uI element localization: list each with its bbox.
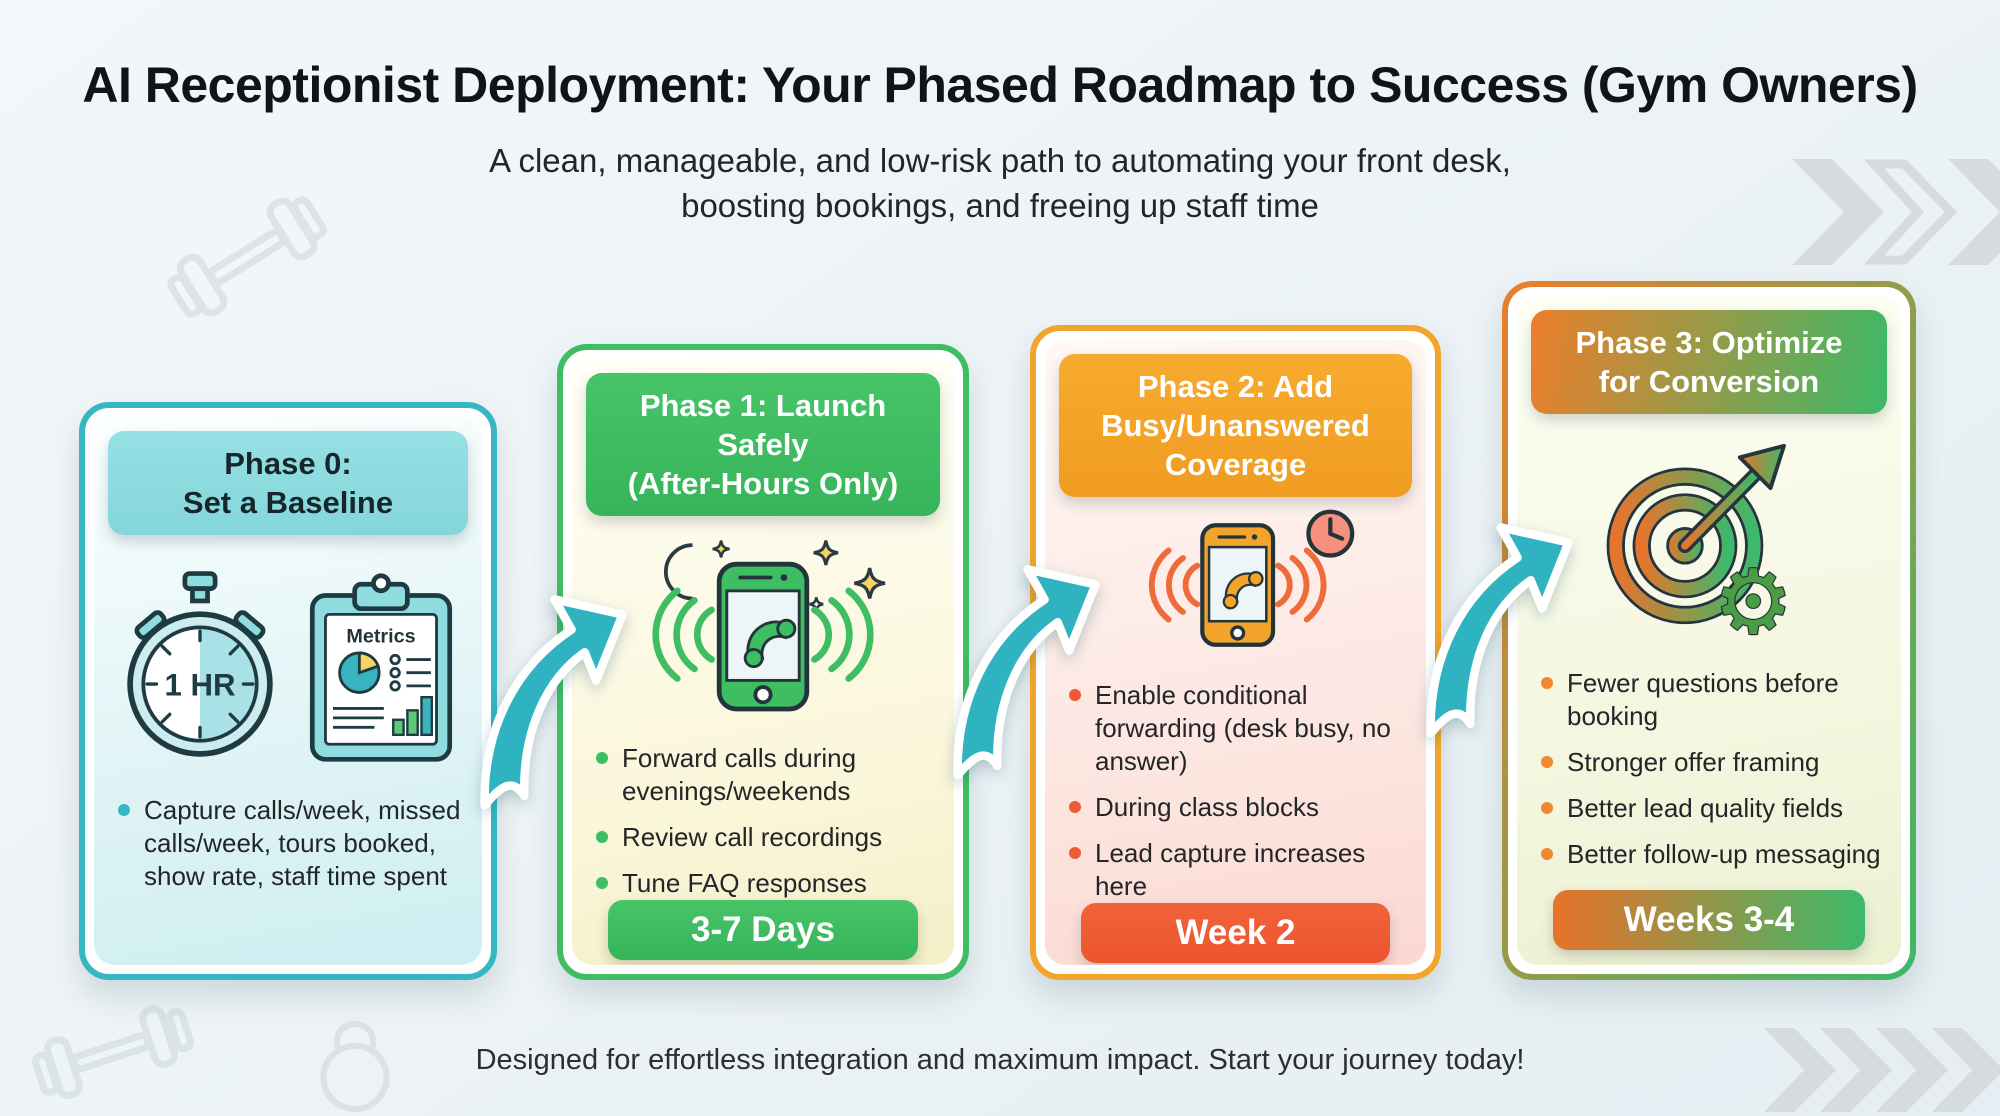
- night-ringing-phone-icon: [652, 540, 886, 712]
- subtitle-line-1: A clean, manageable, and low-risk path t…: [489, 142, 1511, 179]
- bullet-dot: [118, 804, 130, 816]
- phase-3-header: Phase 3: Optimize for Conversion: [1531, 310, 1887, 414]
- clipboard-label: Metrics: [346, 625, 415, 647]
- stopwatch-icon: 1 HR: [127, 570, 273, 757]
- bullet-text: Forward calls during evenings/weekends: [622, 743, 857, 806]
- phase-2-bullet-list: Enable conditional forwarding (desk busy…: [1045, 679, 1426, 903]
- phase-3-icons: ⚙: [1517, 428, 1901, 653]
- bullet-dot: [1541, 802, 1553, 814]
- bullet-dot: [1541, 756, 1553, 768]
- dumbbell-watermark-icon: [167, 196, 327, 318]
- bullet-dot: [1069, 689, 1081, 701]
- phase-2-duration-badge: Week 2: [1081, 903, 1390, 963]
- bullet-text: Enable conditional forwarding (desk busy…: [1095, 680, 1391, 776]
- bullet-dot: [596, 752, 608, 764]
- sparkle-icon: [813, 540, 839, 566]
- phase-1-duration-badge: 3-7 Days: [608, 900, 918, 960]
- page-title: AI Receptionist Deployment: Your Phased …: [82, 57, 1918, 113]
- bullet-item: Enable conditional forwarding (desk busy…: [1069, 679, 1410, 778]
- bullet-text: Capture calls/week, missed calls/week, t…: [144, 795, 461, 891]
- footer-tagline: Designed for effortless integration and …: [475, 1044, 1525, 1076]
- phase-1-header: Phase 1: Launch Safely (After-Hours Only…: [586, 373, 940, 516]
- bullet-item: Better lead quality fields: [1541, 792, 1885, 825]
- metrics-clipboard-icon: Metrics: [309, 572, 453, 762]
- ring-waves-left: [652, 587, 715, 682]
- busy-phone-icon: [1148, 509, 1354, 647]
- bullet-item: During class blocks: [1069, 791, 1410, 824]
- phase-3-header-line: Phase 3: Optimize: [1575, 325, 1843, 360]
- phase-3-card: Phase 3: Optimize for Conversion: [1502, 281, 1916, 980]
- stopwatch-label: 1 HR: [165, 667, 236, 702]
- chevrons-bottom-right-icon: [1764, 1028, 2000, 1112]
- bullet-item: Tune FAQ responses: [596, 867, 938, 900]
- bullet-text: Stronger offer framing: [1567, 747, 1820, 777]
- handset-icon: [743, 618, 797, 669]
- bullet-item: Capture calls/week, missed calls/week, t…: [118, 794, 466, 893]
- phase-2-header-line: Phase 2: Add: [1137, 369, 1334, 404]
- phase-0-header-line: Phase 0:: [224, 446, 352, 481]
- bullet-text: During class blocks: [1095, 792, 1319, 822]
- ring-waves-left: [1148, 547, 1200, 623]
- phase-2-card: Phase 2: Add Busy/Unanswered Coverage: [1030, 325, 1441, 980]
- phase-0-card: Phase 0: Set a Baseline: [79, 402, 497, 980]
- bullet-dot: [1541, 677, 1553, 689]
- bullet-text: Fewer questions before booking: [1567, 668, 1839, 731]
- bullet-text: Lead capture increases here: [1095, 838, 1366, 901]
- dumbbell-watermark-icon: [31, 1005, 195, 1099]
- phase-0-icons: 1 HR Metrics: [94, 555, 482, 780]
- phase-3-card-body: Phase 3: Optimize for Conversion: [1517, 296, 1901, 965]
- phase-2-card-body: Phase 2: Add Busy/Unanswered Coverage: [1045, 340, 1426, 965]
- phase-3-header-line: for Conversion: [1598, 364, 1820, 399]
- bullet-text: Review call recordings: [622, 822, 883, 852]
- phase-1-icons: [572, 528, 954, 728]
- bullet-item: Fewer questions before booking: [1541, 667, 1885, 733]
- bullet-dot: [596, 831, 608, 843]
- ring-waves-right: [811, 587, 874, 682]
- phase-2-header-line: Coverage: [1164, 447, 1307, 482]
- bullet-item: Review call recordings: [596, 821, 938, 854]
- sparkle-icon: [854, 567, 886, 599]
- bullet-item: Better follow-up messaging: [1541, 838, 1885, 871]
- flow-arrow-1: [480, 595, 627, 810]
- bullet-item: Stronger offer framing: [1541, 746, 1885, 779]
- bullet-dot: [1069, 801, 1081, 813]
- ring-waves-right: [1274, 547, 1326, 623]
- bullet-dot: [596, 877, 608, 889]
- phase-3-bullet-list: Fewer questions before booking Stronger …: [1517, 667, 1901, 871]
- clock-icon: [1305, 509, 1354, 558]
- phase-0-bullet-list: Capture calls/week, missed calls/week, t…: [94, 794, 482, 893]
- phase-1-header-line: (After-Hours Only): [627, 466, 899, 501]
- flow-arrow-2: [953, 565, 1100, 780]
- bullet-dot: [1069, 847, 1081, 859]
- star-icon: [712, 540, 730, 558]
- gear-icon: ⚙: [1714, 550, 1793, 652]
- phase-1-header-line: Phase 1: Launch Safely: [639, 388, 887, 462]
- phase-0-header-line: Set a Baseline: [182, 485, 394, 520]
- page-subtitle: A clean, manageable, and low-risk path t…: [0, 138, 2000, 228]
- bullet-dot: [1541, 848, 1553, 860]
- phase-0-header: Phase 0: Set a Baseline: [108, 431, 468, 535]
- phase-2-icons: [1045, 505, 1426, 665]
- handset-icon: [1222, 571, 1264, 610]
- target-growth-arrow-icon: ⚙: [1606, 443, 1794, 652]
- bullet-item: Forward calls during evenings/weekends: [596, 742, 938, 808]
- bullet-item: Lead capture increases here: [1069, 837, 1410, 903]
- subtitle-line-2: boosting bookings, and freeing up staff …: [681, 187, 1319, 224]
- bullet-text: Better lead quality fields: [1567, 793, 1844, 823]
- bullet-text: Better follow-up messaging: [1567, 839, 1881, 869]
- phase-2-header-line: Busy/Unanswered: [1101, 408, 1370, 443]
- phase-1-card-body: Phase 1: Launch Safely (After-Hours Only…: [572, 359, 954, 965]
- kettlebell-watermark-icon: [320, 1021, 390, 1113]
- phase-3-duration-badge: Weeks 3-4: [1553, 890, 1865, 950]
- flow-arrow-3: [1426, 523, 1573, 738]
- bullet-text: Tune FAQ responses: [622, 868, 867, 898]
- phase-0-card-body: Phase 0: Set a Baseline: [94, 417, 482, 965]
- chevrons-top-right-icon: [1792, 159, 2000, 265]
- phase-1-card: Phase 1: Launch Safely (After-Hours Only…: [557, 344, 969, 980]
- phase-1-bullet-list: Forward calls during evenings/weekends R…: [572, 742, 954, 900]
- phase-2-header: Phase 2: Add Busy/Unanswered Coverage: [1059, 354, 1412, 497]
